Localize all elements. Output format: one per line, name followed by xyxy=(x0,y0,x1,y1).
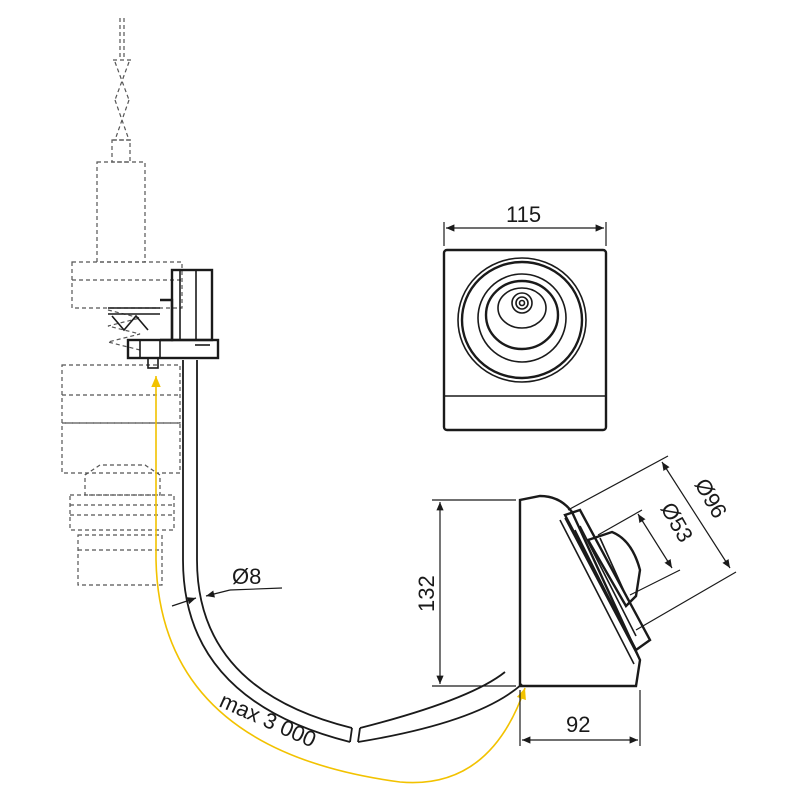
hose-length-dimension: max 3 000 xyxy=(151,376,526,784)
inner-diameter-dimension: Ø53 xyxy=(597,498,698,596)
width-dimension: 115 xyxy=(443,202,607,246)
inner-diameter-label: Ø53 xyxy=(656,498,698,547)
height-dimension: 132 xyxy=(414,499,516,687)
depth-label: 92 xyxy=(566,712,590,737)
width-label: 115 xyxy=(506,202,541,227)
button-front-view xyxy=(442,248,608,432)
outer-diameter-dimension: Ø96 xyxy=(567,455,737,631)
hose-diameter-label: Ø8 xyxy=(232,564,261,589)
hose-diameter-dimension: Ø8 xyxy=(171,564,283,607)
pneumatic-actuator xyxy=(108,268,220,369)
button-side-view xyxy=(518,494,652,688)
flush-valve-outline xyxy=(61,18,183,586)
depth-dimension: 92 xyxy=(519,690,641,746)
height-label: 132 xyxy=(414,575,439,612)
air-hose xyxy=(182,360,523,743)
